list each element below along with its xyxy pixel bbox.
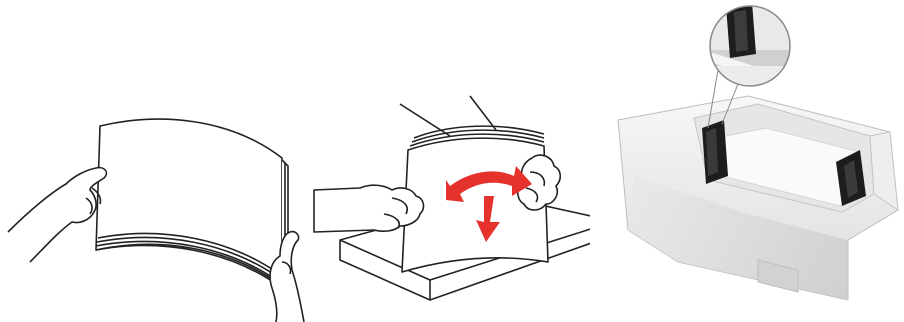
paper-tray-drawing bbox=[598, 0, 904, 322]
flex-paper-panel bbox=[0, 0, 310, 322]
paper-tray-photo-panel bbox=[598, 0, 904, 322]
tap-align-paper-panel bbox=[300, 0, 590, 322]
magnifier-callout-icon bbox=[706, 2, 806, 96]
tap-align-drawing bbox=[300, 0, 590, 322]
flex-paper-drawing bbox=[0, 0, 310, 322]
paper-tray bbox=[618, 96, 898, 300]
paper-stack bbox=[96, 119, 282, 286]
left-hand bbox=[8, 168, 106, 262]
